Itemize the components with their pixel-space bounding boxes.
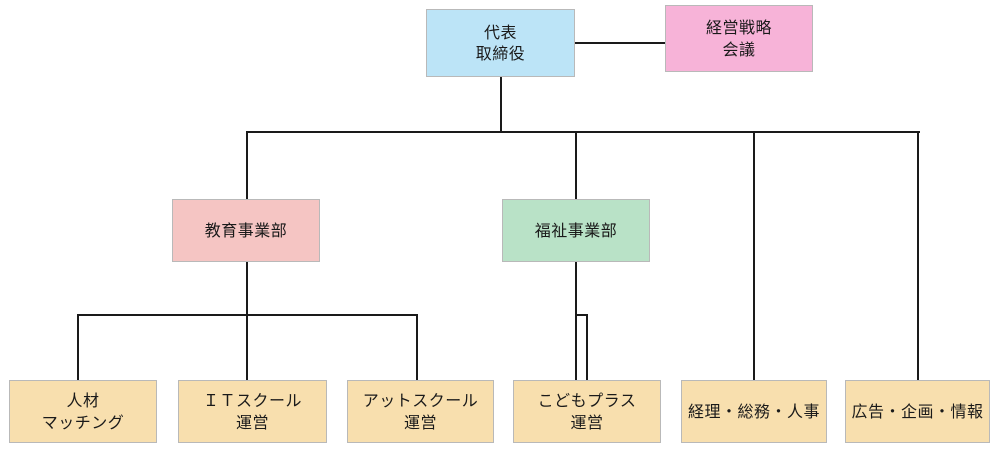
node-welfare-division-label: 福祉事業部 — [534, 220, 618, 240]
node-operating-unit-label: 人材 マッチング — [41, 391, 125, 432]
node-operating-unit-label: アットスクール 運営 — [362, 391, 479, 432]
connector-bus-to-welfare — [575, 131, 577, 199]
node-welfare-division[interactable]: 福祉事業部 — [502, 199, 650, 262]
connector-level1-bus — [247, 131, 920, 133]
node-operating-unit[interactable]: アットスクール 運営 — [347, 380, 494, 443]
node-operating-unit[interactable]: 経理・総務・人事 — [681, 380, 827, 443]
node-operating-unit[interactable]: 人材 マッチング — [9, 380, 157, 443]
node-executive[interactable]: 代表 取締役 — [426, 9, 575, 77]
connector-education-trunk-down — [246, 262, 248, 380]
connector-education-bus-to-jinzai — [77, 314, 79, 380]
node-education-division-label: 教育事業部 — [204, 220, 288, 240]
connector-bus-to-education — [246, 131, 248, 199]
node-operating-unit[interactable]: こどもプラス 運営 — [513, 380, 661, 443]
node-education-division[interactable]: 教育事業部 — [172, 199, 320, 262]
node-operating-unit[interactable]: 広告・企画・情報 — [845, 380, 990, 443]
connector-bus-to-accounting — [753, 131, 755, 380]
node-operating-unit[interactable]: ＩＴスクール 運営 — [178, 380, 327, 443]
connector-kodomo-drop — [586, 314, 588, 380]
connector-bus-to-advertising — [917, 131, 919, 380]
connector-education-bus-to-it — [416, 314, 418, 380]
node-management-strategy-meeting-label: 経営戦略 会議 — [705, 18, 772, 59]
connector-welfare-trunk-down — [575, 262, 577, 380]
node-operating-unit-label: 経理・総務・人事 — [687, 401, 820, 421]
connector-executive-trunk-down — [500, 77, 502, 132]
connector-education-bus — [77, 314, 418, 316]
node-management-strategy-meeting[interactable]: 経営戦略 会議 — [665, 5, 813, 72]
node-executive-label: 代表 取締役 — [475, 22, 526, 63]
node-operating-unit-label: こどもプラス 運営 — [537, 391, 637, 432]
node-operating-unit-label: ＩＴスクール 運営 — [202, 391, 302, 432]
connector-executive-to-committee — [575, 42, 665, 44]
node-operating-unit-label: 広告・企画・情報 — [851, 401, 984, 421]
connector-welfare-to-kodomo — [575, 314, 588, 316]
